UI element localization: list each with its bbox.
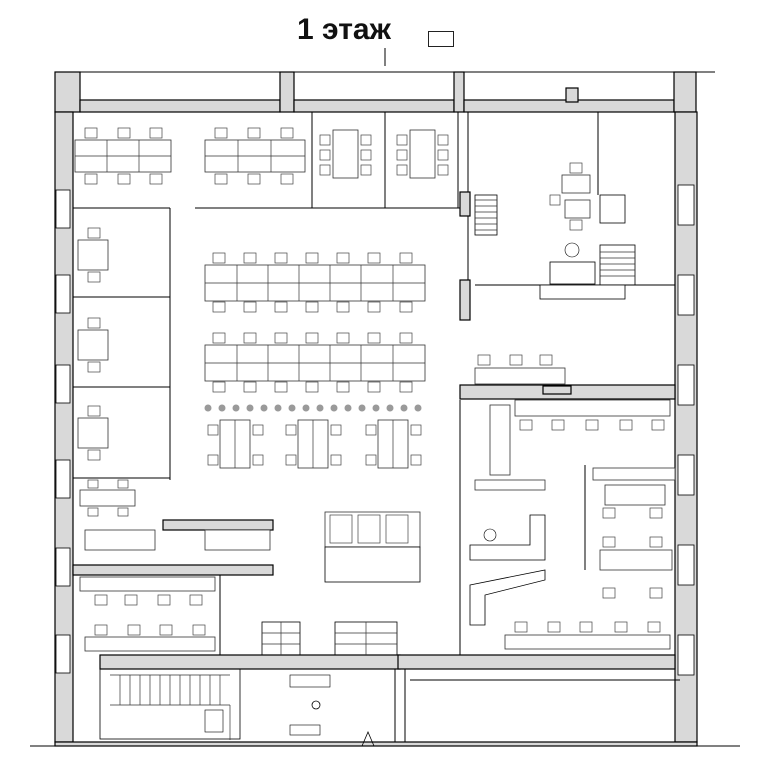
chair (336, 301, 350, 313)
plant (358, 404, 366, 412)
plant (302, 404, 310, 412)
reception-desk (469, 404, 546, 626)
chair (243, 252, 257, 264)
plant (288, 404, 296, 412)
chair (207, 424, 219, 436)
chair (305, 381, 319, 393)
plant (316, 404, 324, 412)
legend-box (428, 31, 454, 47)
plant (232, 404, 240, 412)
chair (410, 454, 422, 466)
chair (399, 301, 413, 313)
chair (252, 454, 264, 466)
right-desks-middle (592, 467, 676, 599)
chair (305, 252, 319, 264)
plant (260, 404, 268, 412)
stairs-upper-right (474, 194, 636, 300)
plant (386, 404, 394, 412)
right-desks-bottom (504, 621, 671, 650)
chair (243, 332, 257, 344)
open-space-desks-row1 (204, 264, 426, 302)
chair (399, 252, 413, 264)
open-space-chairs (207, 252, 422, 466)
chair (367, 301, 381, 313)
interior-walls (72, 112, 680, 742)
chair (365, 454, 377, 466)
chair (252, 424, 264, 436)
chair (285, 454, 297, 466)
plant (372, 404, 380, 412)
office-top-right (549, 162, 591, 231)
stairs-center-bottom (261, 621, 398, 656)
chair (207, 454, 219, 466)
left-windows (55, 189, 71, 674)
plant (246, 404, 254, 412)
plant (218, 404, 226, 412)
chair (212, 381, 226, 393)
chair (365, 424, 377, 436)
desks-top-left-a (74, 127, 172, 185)
chair (336, 332, 350, 344)
staircase-bottom-left (99, 668, 241, 740)
chair (330, 454, 342, 466)
chair (305, 301, 319, 313)
meeting-room-1 (319, 129, 372, 179)
chair (274, 301, 288, 313)
chair (212, 301, 226, 313)
left-offices-desks (77, 227, 136, 517)
desks-lower-center (219, 419, 409, 469)
chair (274, 252, 288, 264)
plant (414, 404, 422, 412)
chair (399, 332, 413, 344)
chair (274, 381, 288, 393)
desks-top-left-b (204, 127, 306, 185)
chair (367, 332, 381, 344)
chair (367, 252, 381, 264)
plant (204, 404, 212, 412)
chair (212, 252, 226, 264)
lobby-bottom (204, 674, 375, 747)
right-desks-upper (474, 354, 671, 431)
chair (367, 381, 381, 393)
plants-row (204, 404, 422, 412)
chair (243, 381, 257, 393)
meeting-room-2 (396, 129, 449, 179)
chair (399, 381, 413, 393)
floor-title: 1 этаж (297, 13, 391, 46)
lounge-center (324, 511, 421, 583)
chair (410, 424, 422, 436)
chair (285, 424, 297, 436)
left-bottom-desks (79, 529, 271, 652)
chair (336, 381, 350, 393)
chair (212, 332, 226, 344)
chair (330, 424, 342, 436)
chair (243, 301, 257, 313)
plant (330, 404, 338, 412)
plant (344, 404, 352, 412)
plant (274, 404, 282, 412)
chair (336, 252, 350, 264)
chair (274, 332, 288, 344)
open-space-desks-row2 (204, 344, 426, 382)
chair (305, 332, 319, 344)
right-windows (677, 184, 695, 676)
plant (400, 404, 408, 412)
